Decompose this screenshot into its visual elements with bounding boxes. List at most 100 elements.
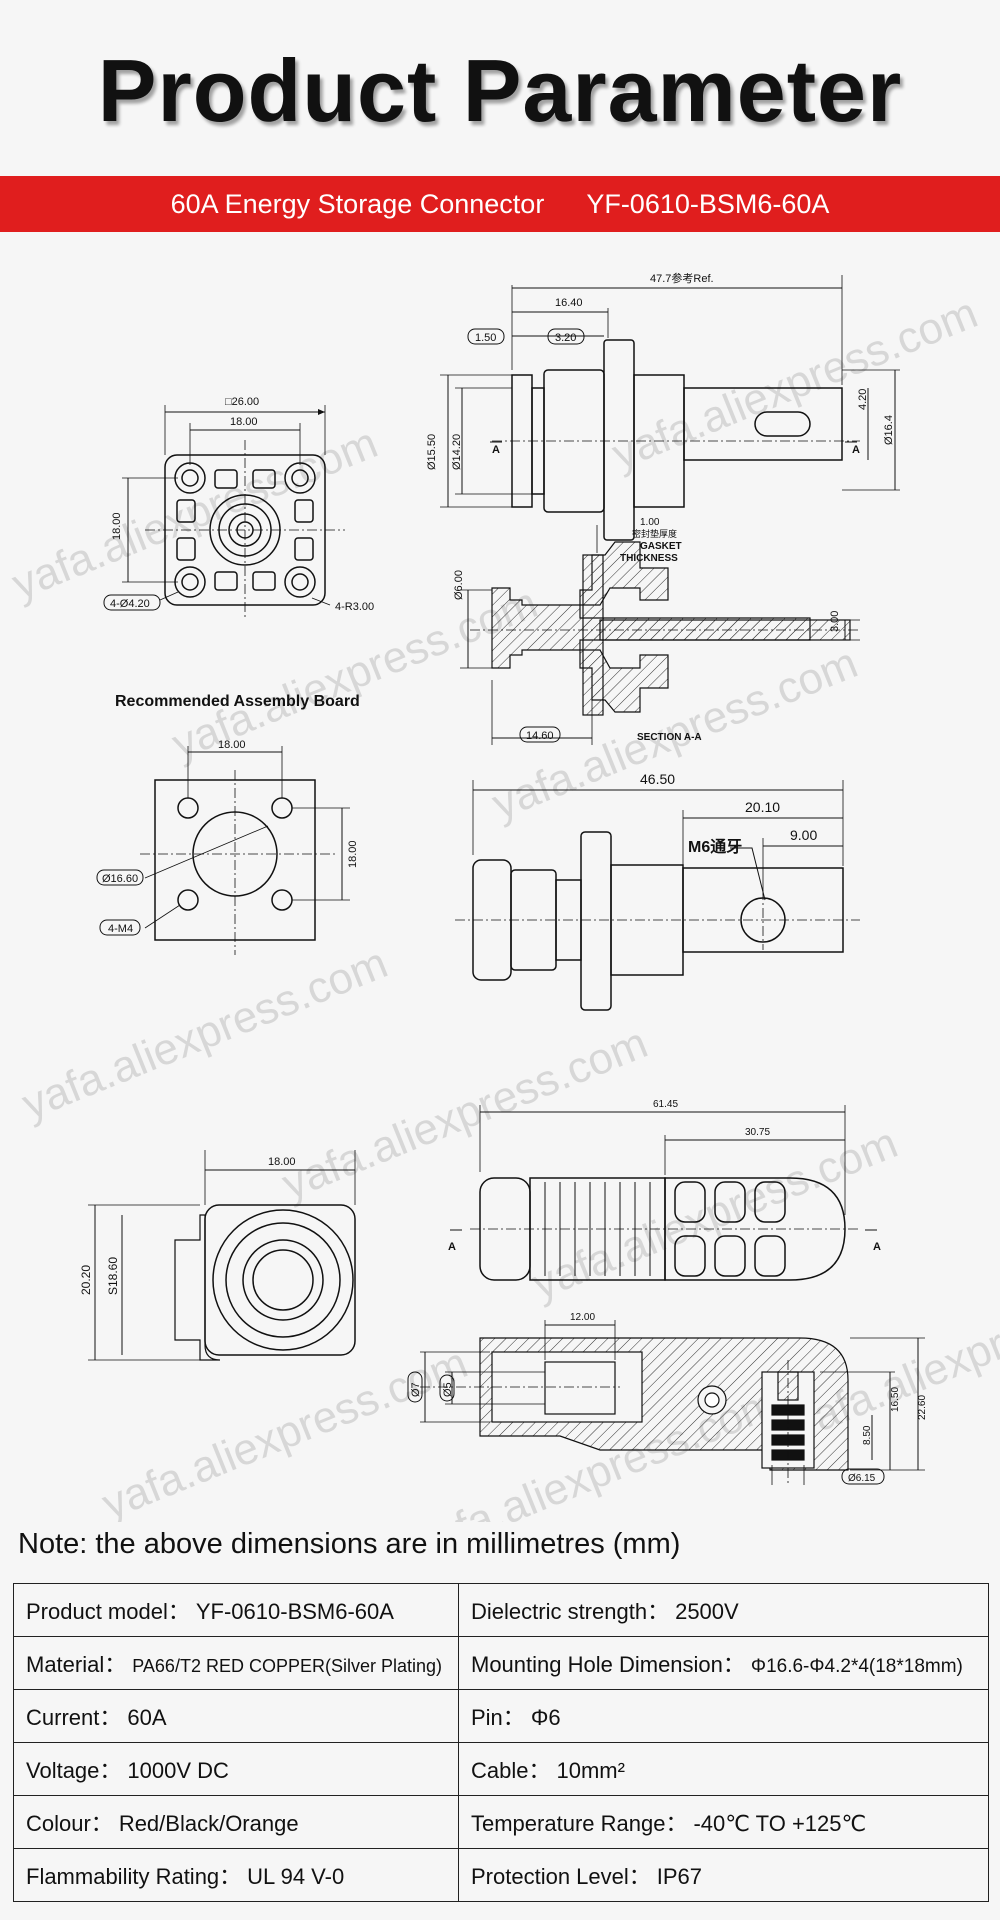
- thickness-label: THICKNESS: [620, 553, 678, 564]
- spec-cell: Protection Level：IP67: [458, 1848, 989, 1902]
- plug-dim-8-50: 8.50: [862, 1425, 873, 1445]
- spec-cell: Mounting Hole Dimension：Φ16.6-Φ4.2*4(18*…: [458, 1636, 989, 1690]
- watermark-text: yafa.aliexpress.com: [605, 288, 984, 479]
- plug-dim-61-45: 61.45: [653, 1099, 678, 1110]
- board-title: Recommended Assembly Board: [115, 693, 360, 710]
- spec-value: UL 94 V-0: [247, 1864, 345, 1889]
- dim-radius: 4-R3.00: [335, 601, 374, 613]
- side-dim-46-50: 46.50: [640, 771, 675, 787]
- plug-dim-22-60: 22.60: [917, 1395, 928, 1420]
- table-row: Material：PA66/T2 RED COPPER(Silver Plati…: [13, 1636, 989, 1690]
- board-dim-18-vertical: 18.00: [347, 840, 359, 868]
- table-row: Colour：Red/Black/Orange Temperature Rang…: [13, 1795, 989, 1849]
- dim-3-20: 3.20: [555, 332, 576, 344]
- banner-product-name: 60A Energy Storage Connector: [170, 188, 545, 219]
- spec-key: Material：: [26, 1652, 127, 1677]
- board-dim-m4: 4-M4: [108, 923, 133, 935]
- plug-section-a-left: A: [448, 1241, 456, 1253]
- dim-dia-15-50: Ø15.50: [426, 434, 438, 470]
- watermark-text: yafa.aliexpress.com: [275, 1018, 654, 1209]
- spec-value: 1000V DC: [127, 1758, 229, 1783]
- plug-dim-dia-6-15: Ø6.15: [848, 1473, 876, 1484]
- spec-key: Dielectric strength：: [471, 1599, 670, 1624]
- spec-key: Voltage：: [26, 1758, 122, 1783]
- flange-front-view: [122, 405, 345, 620]
- spec-value: YF-0610-BSM6-60A: [195, 1599, 394, 1624]
- dim-holes: 4-Ø4.20: [110, 598, 150, 610]
- spec-value: -40℃ TO +125℃: [693, 1811, 867, 1836]
- section-mark-a-right: A: [852, 444, 860, 456]
- product-banner: 60A Energy Storage Connector YF-0610-BSM…: [0, 176, 1000, 232]
- gasket-label: GASKET: [640, 541, 682, 552]
- dim-4-20: 4.20: [857, 389, 869, 410]
- spec-key: Pin：: [471, 1705, 525, 1730]
- spec-value: Red/Black/Orange: [118, 1811, 299, 1836]
- spec-cell: Cable：10mm²: [458, 1742, 989, 1796]
- plug-section-a-right: A: [873, 1241, 881, 1253]
- spec-cell: Temperature Range：-40℃ TO +125℃: [458, 1795, 989, 1849]
- gasket-label-cn: 密封垫厚度: [632, 528, 677, 539]
- dim-3-00: 3.00: [829, 611, 841, 632]
- board-dim-dia: Ø16.60: [102, 873, 138, 885]
- section-mark-a-left: A: [492, 444, 500, 456]
- plug-dim-s18-60: S18.60: [106, 1257, 120, 1295]
- plug-dim-18-00: 18.00: [268, 1156, 296, 1168]
- dim-gasket-1-00: 1.00: [640, 517, 660, 528]
- spec-key: Flammability Rating：: [26, 1864, 242, 1889]
- table-row: Flammability Rating：UL 94 V-0 Protection…: [13, 1848, 989, 1902]
- spec-value: Φ16.6-Φ4.2*4(18*18mm): [750, 1656, 963, 1677]
- table-row: Voltage：1000V DC Cable：10mm²: [13, 1742, 989, 1796]
- plug-dim-dia-5: Ø5: [442, 1382, 454, 1397]
- dim-ref-length: 47.7参考Ref.: [650, 271, 714, 285]
- banner-model-number: YF-0610-BSM6-60A: [586, 188, 830, 219]
- plug-dim-12-00: 12.00: [570, 1312, 595, 1323]
- spec-cell: Colour：Red/Black/Orange: [13, 1795, 459, 1849]
- dim-dia-16-4: Ø16.4: [883, 415, 895, 445]
- spec-cell: Flammability Rating：UL 94 V-0: [13, 1848, 459, 1902]
- dim-16-40: 16.40: [555, 297, 583, 309]
- spec-key: Protection Level：: [471, 1864, 651, 1889]
- dim-1-50: 1.50: [475, 332, 496, 344]
- plug-front-view: [88, 1150, 356, 1361]
- spec-cell: Voltage：1000V DC: [13, 1742, 459, 1796]
- spec-value: PA66/T2 RED COPPER(Silver Plating): [132, 1656, 443, 1676]
- spec-cell: Dielectric strength：2500V: [458, 1583, 989, 1637]
- spec-value: Φ6: [530, 1705, 561, 1730]
- technical-drawing: yafa.aliexpress.com yafa.aliexpress.com …: [5, 271, 1000, 1522]
- board-dim-18: 18.00: [218, 739, 246, 751]
- spec-value: 10mm²: [556, 1758, 625, 1783]
- spec-cell: Product model：YF-0610-BSM6-60A: [13, 1583, 459, 1637]
- dim-14-60: 14.60: [526, 730, 554, 742]
- spec-value: IP67: [656, 1864, 703, 1889]
- spec-key: Mounting Hole Dimension：: [471, 1652, 745, 1677]
- dim-dia-14-20: Ø14.20: [451, 434, 463, 470]
- plug-dim-30-75: 30.75: [745, 1127, 770, 1138]
- spec-key: Product model：: [26, 1599, 190, 1624]
- section-label: SECTION A-A: [637, 732, 702, 743]
- plug-side-view: [450, 1105, 877, 1281]
- dimension-note: Note: the above dimensions are in millim…: [18, 1528, 681, 1560]
- spec-key: Current：: [26, 1705, 122, 1730]
- side-dim-20-10: 20.10: [745, 799, 780, 815]
- spec-value: 2500V: [675, 1599, 739, 1624]
- spec-cell: Current：60A: [13, 1689, 459, 1743]
- table-row: Current：60A Pin：Φ6: [13, 1689, 989, 1743]
- dim-top-18: 18.00: [230, 416, 258, 428]
- side-dim-9-00: 9.00: [790, 827, 817, 843]
- assembly-board-view: [140, 746, 350, 955]
- spec-key: Cable：: [471, 1758, 551, 1783]
- section-a-a-view: [460, 525, 860, 745]
- spec-cell: Pin：Φ6: [458, 1689, 989, 1743]
- spec-key: Colour：: [26, 1811, 113, 1836]
- spec-key: Temperature Range：: [471, 1811, 688, 1836]
- spec-value: 60A: [127, 1705, 167, 1730]
- page-title: Product Parameter: [97, 41, 903, 140]
- spec-table: Product model：YF-0610-BSM6-60A Dielectri…: [13, 1583, 989, 1902]
- side-dim-m6: M6通牙: [688, 838, 742, 856]
- dim-top-square: □26.00: [225, 396, 259, 408]
- plug-dim-20-20: 20.20: [79, 1265, 93, 1295]
- table-row: Product model：YF-0610-BSM6-60A Dielectri…: [13, 1583, 989, 1637]
- dim-dia-6-00: Ø6.00: [453, 570, 465, 600]
- plug-dim-dia-7: Ø7: [410, 1382, 422, 1397]
- watermark-text: yafa.aliexpress.com: [15, 938, 394, 1129]
